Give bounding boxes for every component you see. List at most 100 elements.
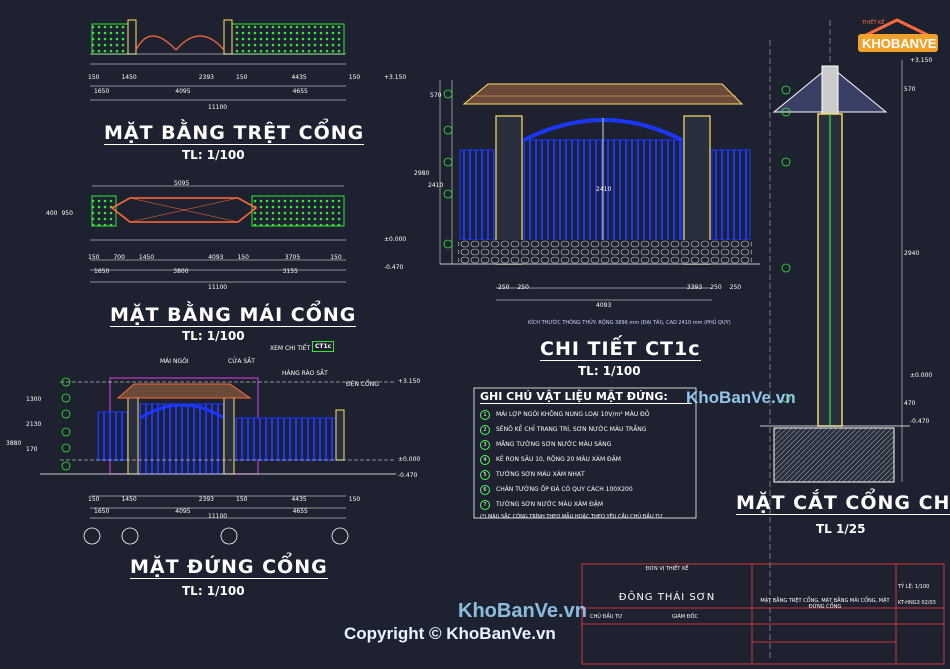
dim-total: 4093 <box>596 302 612 309</box>
plan-ground-gate <box>90 19 346 101</box>
pillar-plan <box>127 19 137 55</box>
note-text: SÊNÔ KẺ CHỈ TRANG TRÍ, SƠN NƯỚC MÀU TRẮN… <box>496 426 647 433</box>
dim: 4655 <box>292 508 308 515</box>
hedge-right <box>251 195 345 227</box>
dim-total: 11100 <box>208 284 228 291</box>
dim: 250 <box>498 284 510 291</box>
watermark-site: KhoBanVe.vn <box>686 388 796 407</box>
note-text: TƯỜNG SƠN MÀU XÁM NHẠT <box>496 471 585 478</box>
dim: 2130 <box>26 421 42 428</box>
dim: 4435 <box>291 496 307 503</box>
dim: 170 <box>26 446 38 453</box>
fence-right <box>235 417 337 461</box>
view-title: MẶT CẮT CỔNG CHÍNH <box>736 492 950 515</box>
gate-arch <box>139 403 225 420</box>
dim: 1450 <box>138 254 155 261</box>
pillar-right <box>683 115 711 265</box>
manager-label: GIÁM ĐỐC <box>672 614 698 620</box>
note-item: 5 TƯỜNG SƠN MÀU XÁM NHẠT <box>480 467 692 482</box>
house-logo-icon <box>858 18 938 52</box>
dim: 150 <box>348 74 361 81</box>
notes-title: GHI CHÚ VẬT LIỆU MẶT ĐỨNG: <box>480 390 692 404</box>
fence-left <box>97 411 129 461</box>
sheet-scale: TỶ LỆ: 1/100 <box>898 584 930 590</box>
dim: 4093 <box>208 254 224 261</box>
note-number: 5 <box>480 469 490 480</box>
dim: 5095 <box>174 180 190 187</box>
dim: 3880 <box>6 440 22 447</box>
title-block-frame <box>581 563 945 665</box>
logo-top-text: THIẾT KẾ <box>862 20 885 26</box>
dim: 4655 <box>292 88 308 95</box>
watermark-copyright: Copyright © KhoBanVe.vn <box>344 624 556 643</box>
dim: 150 <box>88 254 100 261</box>
dim: 2410 <box>428 182 444 189</box>
level-bottom: -0.470 <box>398 472 418 479</box>
elevation-gate <box>40 377 396 545</box>
title-block: ĐƠN VỊ THIẾT KẾ ĐÔNG THÁI SƠN <box>584 566 750 606</box>
owner-label: CHỦ ĐẦU TƯ <box>590 614 623 620</box>
note-item: 3 MĂNG TƯỜNG SƠN NƯỚC MÀU SÁNG <box>480 437 692 452</box>
pillar-left <box>127 397 139 475</box>
level-zero: ±0.000 <box>910 372 933 379</box>
view-title: CHI TIẾT CT1c <box>540 338 701 361</box>
dim: 470 <box>904 400 916 407</box>
dim-center: 2410 <box>596 186 612 193</box>
view-title: MẶT ĐỨNG CỔNG <box>130 556 328 579</box>
level-top: +3.150 <box>384 74 407 81</box>
dim: 570 <box>430 92 442 99</box>
section-main-gate <box>760 20 910 660</box>
dim: 250 <box>710 284 722 291</box>
view-scale: TL 1/25 <box>816 522 866 536</box>
label-iron-door: CỬA SẮT <box>228 358 255 365</box>
level-bottom: -0.470 <box>910 418 930 425</box>
note-text: MĂNG TƯỜNG SƠN NƯỚC MÀU SÁNG <box>496 441 612 448</box>
dim: 400 <box>46 210 58 217</box>
company-name: ĐÔNG THÁI SƠN <box>618 592 716 603</box>
note-item: 2 SÊNÔ KẺ CHỈ TRANG TRÍ, SƠN NƯỚC MÀU TRẮ… <box>480 422 692 437</box>
note-text: TƯỜNG SƠN NƯỚC MÀU XÁM ĐẬM <box>496 501 604 508</box>
dim: 1450 <box>121 496 137 503</box>
dim-total: 11100 <box>208 104 228 111</box>
view-title: MẶT BẰNG MÁI CỔNG <box>110 304 357 327</box>
note-text: MÁI LỢP NGÓI KHÔNG NUNG LOẠI 10V/m² MÀU … <box>496 411 650 418</box>
roof-detail <box>462 83 744 105</box>
note-number: 6 <box>480 484 490 495</box>
brand-logo: THIẾT KẾ KHOBANVE <box>850 16 944 56</box>
dim: 150 <box>236 496 248 503</box>
dim: 250 <box>729 284 742 291</box>
dim: 4095 <box>175 508 191 515</box>
end-pillar <box>335 409 345 461</box>
dim: 150 <box>88 74 100 81</box>
dim: 950 <box>61 210 73 217</box>
detail-ct1c <box>439 80 760 301</box>
hedge-left <box>91 195 117 227</box>
note-number: 3 <box>480 439 490 450</box>
designer-label: ĐƠN VỊ THIẾT KẾ <box>645 566 689 572</box>
dim: 3393 <box>686 284 703 291</box>
gate-swing-arc <box>135 35 225 51</box>
dim: 250 <box>517 284 529 291</box>
view-scale: TL: 1/100 <box>578 364 641 378</box>
view-scale: TL: 1/100 <box>182 584 245 598</box>
notes-frame <box>473 387 697 519</box>
note-number: 2 <box>480 424 490 435</box>
note-number: 4 <box>480 454 490 465</box>
pillar-right <box>223 397 235 475</box>
detail-tag: CT1c <box>312 341 335 352</box>
dim: 2393 <box>198 496 215 503</box>
sheet-number: KT-HNG3 02/03 <box>898 600 936 606</box>
dim: 4435 <box>291 74 307 81</box>
dim: 3155 <box>282 268 298 275</box>
dim: 150 <box>237 254 249 261</box>
side-fence-right <box>711 149 751 241</box>
dim: 150 <box>236 74 248 81</box>
view-scale: TL: 1/100 <box>182 329 245 343</box>
side-fence-left <box>459 149 495 241</box>
dim: 1650 <box>94 268 110 275</box>
level-zero: ±0.000 <box>398 456 421 463</box>
